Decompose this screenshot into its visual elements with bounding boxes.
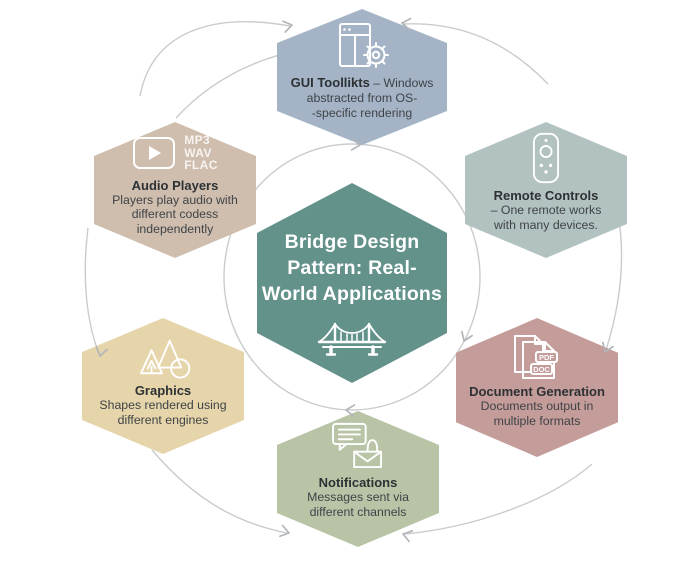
node-desc-line: independently (136, 221, 214, 236)
document-pages-icon: PDF DOC (514, 335, 558, 379)
node-desc-line: abstracted from OS- (306, 91, 418, 105)
bridge-icon (317, 322, 387, 356)
node-desc-line: different engines (117, 412, 209, 427)
node-text: GUI Toollikts – Windows abstracted from … (291, 70, 434, 120)
node-gui-toolkits: GUI Toollikts – Windows abstracted from … (277, 9, 447, 145)
node-desc-line: with many devices. (494, 217, 598, 232)
node-desc-line: different codess (131, 207, 219, 222)
chat-bell-mail-icon (332, 422, 382, 469)
node-title: Remote Controls (493, 188, 599, 203)
codec-label: FLAC (184, 158, 218, 172)
codec-label: WAV (184, 145, 212, 160)
arrowhead (461, 330, 473, 342)
doc-badge-label: DOC (533, 365, 550, 374)
arc-audio-to-graphics (84, 227, 100, 355)
center-title-line: World Applications (261, 283, 443, 305)
node-title-line: GUI Toollikts – Windows (290, 75, 434, 90)
node-notifications: Notifications Messages sent via differen… (277, 411, 439, 547)
play-button-icon (133, 136, 176, 169)
arc-remote-to-document (605, 219, 623, 351)
window-gear-icon (339, 23, 389, 68)
node-desc-line: Shapes rendered using (99, 398, 227, 412)
node-desc-line: Messages sent via (307, 490, 409, 504)
shapes-icon (140, 339, 191, 379)
node-desc-line: Players play audio with (112, 192, 238, 207)
remote-control-icon (533, 132, 559, 184)
node-title: Audio Players (131, 177, 219, 193)
node-title: Document Generation (469, 384, 605, 399)
center-title-line: Bridge Design (284, 231, 420, 253)
node-graphics: Graphics Shapes rendered using different… (82, 318, 244, 454)
arc-graphics-to-notifications (151, 449, 288, 534)
node-document-generation: PDF DOC Document Generation Documents ou… (456, 318, 618, 457)
node-desc-line: -specific rendering (311, 105, 413, 120)
audio-icon-row: MP3 WAV FLAC (132, 134, 218, 172)
node-desc-line: different channels (309, 504, 407, 519)
node-title: Graphics (134, 383, 192, 398)
arrowhead (402, 530, 414, 543)
arrowhead (282, 20, 293, 33)
node-desc-line: multiple formats (493, 413, 581, 428)
node-title: Notifications (318, 475, 398, 490)
node-desc-line: Documents output in (480, 399, 594, 413)
center-node: Bridge Design Pattern: Real- World Appli… (257, 183, 447, 383)
pdf-badge-label: PDF (539, 353, 554, 362)
center-title-line: Pattern: Real- (287, 257, 417, 279)
codec-list: MP3 WAV FLAC (184, 134, 218, 172)
node-audio-players: MP3 WAV FLAC Audio Players Players play … (94, 122, 256, 258)
arrowhead (278, 524, 290, 538)
node-remote-controls: Remote Controls – One remote works with … (465, 122, 627, 258)
node-desc-line: – One remote works (490, 203, 602, 217)
codec-label: MP3 (184, 133, 211, 147)
arc-audio-to-gui (139, 21, 291, 97)
